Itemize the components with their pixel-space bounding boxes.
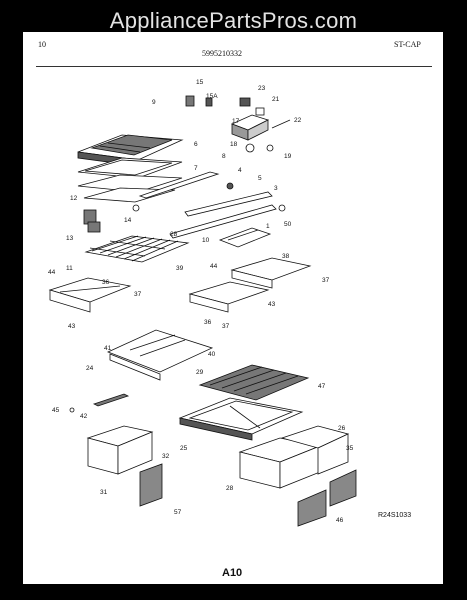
callout: 32: [162, 453, 170, 460]
callout: 4: [238, 167, 242, 174]
callout: 23: [258, 85, 266, 92]
crisper-drawer-left: [238, 437, 322, 489]
callout: 3: [274, 185, 278, 192]
callout: 11: [66, 265, 73, 272]
callout: 28: [226, 485, 234, 492]
callout: 39: [176, 265, 184, 272]
callout: 45: [52, 407, 60, 414]
right-door-shelf-upper: [230, 257, 312, 289]
callout: 36: [204, 319, 212, 326]
wire-shelf: [84, 235, 190, 263]
glass-shelf: [106, 329, 214, 381]
callout: 47: [318, 383, 326, 390]
shelf-rail: [138, 171, 220, 199]
crisper-drawer-right: [280, 425, 350, 475]
callout: 37: [134, 291, 142, 298]
callout: 6: [194, 141, 198, 148]
callout: 12: [70, 195, 78, 202]
callout: 10: [202, 237, 210, 244]
callout: 1: [266, 223, 270, 230]
callout: 25: [180, 445, 188, 452]
callout: 46: [336, 517, 344, 524]
callout: 7: [194, 165, 198, 172]
crisper-cover: [198, 364, 310, 401]
callout: 36: [102, 279, 110, 286]
callout: 31: [100, 489, 108, 496]
drawer-front-left: [139, 463, 163, 507]
callout: 5: [258, 175, 262, 182]
small-shelf: [218, 227, 272, 248]
shelf-rail-lower: [184, 191, 273, 217]
callout: 24: [86, 365, 94, 372]
diagram-reference-code: R24S1033: [378, 512, 412, 519]
crisper-frame: [178, 397, 304, 441]
callout: 43: [268, 301, 276, 308]
callout: 29: [196, 369, 204, 376]
callout: 37: [322, 277, 330, 284]
callout: 41: [104, 345, 112, 352]
drawer-front-center: [297, 489, 327, 527]
header-page-number: 10: [38, 40, 46, 49]
callout: 19: [284, 153, 292, 160]
shelf-rail-long: [169, 204, 277, 239]
header-rule: [36, 66, 432, 67]
callout: 15: [196, 79, 204, 86]
page-label: A10: [222, 567, 243, 579]
right-door-shelf-lower: [188, 281, 270, 313]
drawer-rail: [92, 393, 130, 407]
callout: 15A: [206, 93, 218, 100]
drawer-front-right: [329, 469, 357, 507]
callout: 44: [210, 263, 218, 270]
callout: 35: [346, 445, 354, 452]
callout: 18: [230, 141, 238, 148]
watermark: AppliancePartsPros.com: [109, 8, 358, 33]
callout: 13: [66, 235, 74, 242]
callout: 26: [338, 425, 346, 432]
callout: 44: [48, 269, 56, 276]
callout: 43: [68, 323, 76, 330]
callout: 57: [174, 509, 182, 516]
callout: 14: [124, 217, 132, 224]
callout-labels: 15 15A 23 21 22 9 17 18 19 6 7 8 4 5 3 5…: [48, 79, 354, 524]
callout: 42: [80, 413, 88, 420]
callout: 21: [272, 96, 280, 103]
callout: 9: [152, 99, 156, 106]
left-door-shelf: [48, 277, 132, 313]
meat-drawer: [86, 425, 154, 475]
callout: 37: [222, 323, 230, 330]
callout: 40: [208, 351, 216, 358]
callout: 28: [170, 231, 178, 238]
callout: 8: [222, 153, 226, 160]
header-model-number: 5995210332: [202, 49, 242, 58]
callout: 38: [282, 253, 290, 260]
header-model-code: ST-CAP: [394, 40, 421, 49]
callout: 22: [294, 117, 302, 124]
control-housing: [185, 95, 291, 153]
callout: 50: [284, 221, 292, 228]
callout: 17: [232, 118, 240, 125]
